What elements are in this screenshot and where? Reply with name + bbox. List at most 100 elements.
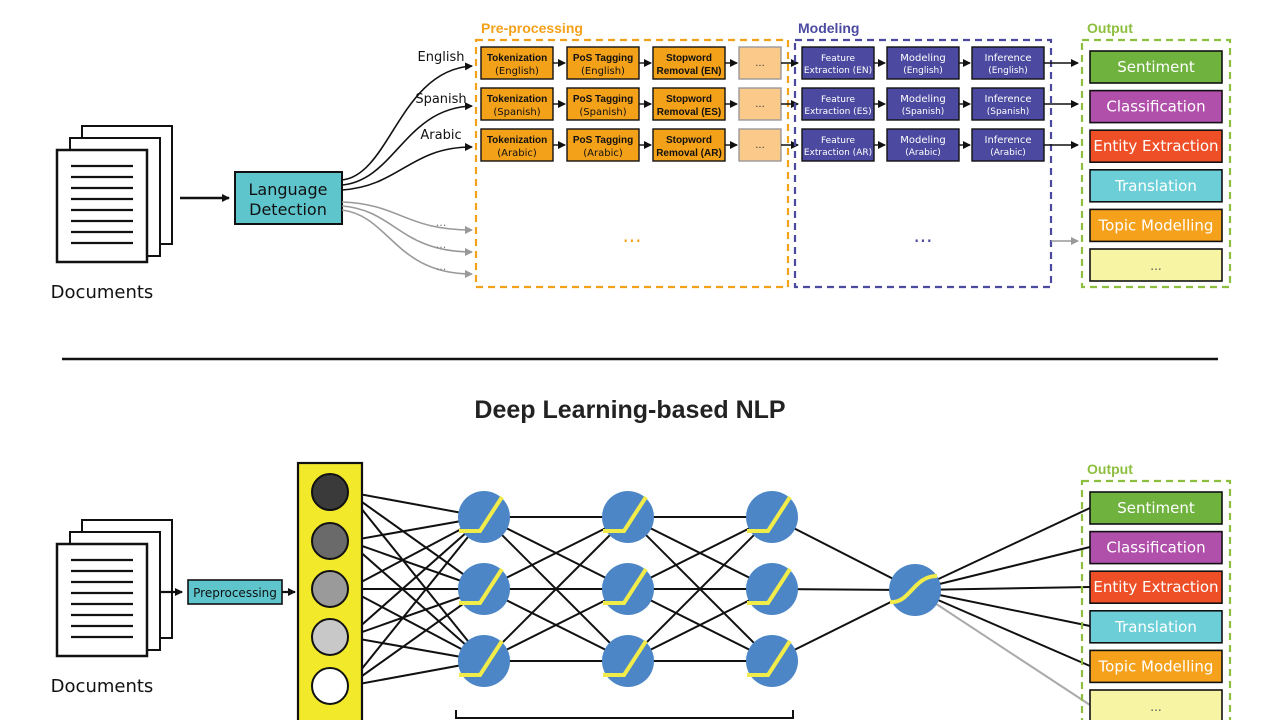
preprocessing-step-label: Tokenization: [487, 135, 547, 146]
preprocessing-step-sublabel: (Spanish): [579, 107, 626, 118]
preprocessing-step: ...: [738, 87, 782, 121]
output-item: Classification: [1089, 530, 1223, 565]
preprocessing-step-label: ...: [755, 140, 765, 151]
network-edge: [914, 586, 1091, 591]
top-output-title: Output: [1087, 20, 1133, 36]
output-item-box: [1089, 129, 1223, 163]
bottom-documents-stack: [55, 519, 173, 658]
output-item-label: Topic Modelling: [1098, 216, 1214, 234]
section-title: Deep Learning-based NLP: [474, 396, 785, 424]
modeling-step: Modeling(English): [886, 46, 960, 80]
preprocessing-step-label: Tokenization: [487, 53, 547, 64]
modeling-step-label: Modeling: [900, 135, 946, 146]
modeling-step: Modeling (Spanish): [886, 87, 960, 121]
hidden-neuron: [458, 563, 510, 615]
relu-activation-icon: [747, 495, 792, 533]
preprocessing-step-box: [566, 87, 640, 121]
branch-label-arabic: Arabic: [420, 128, 461, 143]
modeling-step-sublabel: (Arabic): [905, 148, 941, 158]
network-edge: [347, 516, 485, 687]
output-item-box: [1089, 570, 1223, 605]
modeling-step: Inference (Spanish): [971, 87, 1045, 121]
preprocessing-step-label: Stopword: [666, 94, 712, 105]
modeling-step-sublabel: Extraction (ES): [804, 107, 871, 117]
preprocessing-step-label: Stopword: [666, 135, 712, 146]
preprocessing-step-sublabel: (Spanish): [493, 107, 540, 118]
output-item: Entity Extraction: [1089, 129, 1223, 163]
modeling-step-box: [886, 128, 960, 162]
language-detection-line1: Language: [249, 180, 328, 199]
hidden-neuron: [746, 563, 798, 615]
output-item-label: Translation: [1114, 177, 1197, 195]
input-neuron: [311, 473, 349, 511]
output-item-box: [1089, 208, 1223, 243]
preprocessing-step-box: [738, 87, 782, 121]
preprocessing-title: Pre-processing: [481, 20, 583, 36]
modeling-step-label: Inference: [985, 94, 1032, 105]
modeling-step-label: Inference: [985, 53, 1032, 64]
preprocessing-step-label: PoS Tagging: [573, 135, 633, 146]
preprocessing-step-box: [566, 128, 640, 162]
modeling-step-sublabel: (Spanish): [902, 107, 945, 117]
bottom-preprocessing-label: Preprocessing: [193, 586, 277, 600]
preprocessing-step-sublabel: (Arabic): [497, 148, 537, 159]
output-item-label: Sentiment: [1117, 58, 1195, 76]
output-item-label: Entity Extraction: [1093, 137, 1218, 155]
preprocessing-step-sublabel: Removal (ES): [657, 107, 721, 118]
modeling-step-box: [971, 87, 1045, 121]
preprocessing-step: PoS Tagging(Arabic): [566, 128, 640, 162]
preprocessing-step-sublabel: (English): [581, 66, 625, 77]
output-item-box: [1089, 89, 1223, 124]
hidden-neurons: [458, 491, 798, 687]
hidden-neuron: [602, 491, 654, 543]
network-edge: [771, 516, 916, 591]
output-item: Entity Extraction: [1089, 570, 1223, 605]
hidden-neuron: [746, 635, 798, 687]
output-item-box: [1089, 689, 1223, 720]
modeling-step-sublabel: (Spanish): [987, 107, 1030, 117]
modeling-step: Inference(Arabic): [971, 128, 1045, 162]
output-item: Sentiment: [1089, 491, 1223, 525]
relu-activation-icon: [603, 639, 648, 677]
output-item-box: [1089, 248, 1223, 282]
preprocessing-step-label: Stopword: [666, 53, 712, 64]
output-item: Topic Modelling: [1089, 208, 1223, 243]
preprocessing-step-label: PoS Tagging: [573, 53, 633, 64]
hidden-neuron: [602, 563, 654, 615]
output-item-box: [1089, 530, 1223, 565]
preprocessing-step-label: Tokenization: [487, 94, 547, 105]
modeling-title: Modeling: [798, 20, 859, 36]
network-edge: [483, 516, 629, 662]
output-item: Translation: [1089, 169, 1223, 203]
preprocessing-step-label: ...: [755, 58, 765, 69]
network-edge: [914, 589, 1091, 667]
preprocessing-step-sublabel: Removal (AR): [656, 148, 722, 159]
network-edge: [914, 546, 1091, 591]
output-item: Sentiment: [1089, 50, 1223, 84]
branch-more-3: ...: [436, 260, 447, 273]
input-neurons: [311, 473, 349, 705]
language-branches: [341, 62, 473, 278]
network-edge: [347, 588, 485, 687]
input-neuron: [311, 522, 349, 560]
modeling-step-label: Feature: [821, 95, 855, 105]
branch-more-2: ...: [436, 238, 447, 251]
relu-activation-icon: [747, 567, 792, 605]
top-documents-label: Documents: [51, 282, 154, 303]
preprocessing-step-box: [738, 46, 782, 80]
preprocessing-step: Tokenization(English): [480, 46, 554, 80]
modeling-step-label: Modeling: [900, 94, 946, 105]
preprocessing-rows: Tokenization(English) PoS Tagging (English…: [480, 46, 799, 162]
output-item-box: [1089, 491, 1223, 525]
branch-more-1: ...: [436, 216, 447, 229]
modeling-step-label: Feature: [821, 136, 855, 146]
preprocessing-step: Tokenization (Spanish): [480, 87, 554, 121]
network-edge: [347, 516, 485, 638]
output-item-label: Translation: [1114, 618, 1197, 636]
input-neuron: [311, 667, 349, 705]
hidden-neuron: [746, 491, 798, 543]
